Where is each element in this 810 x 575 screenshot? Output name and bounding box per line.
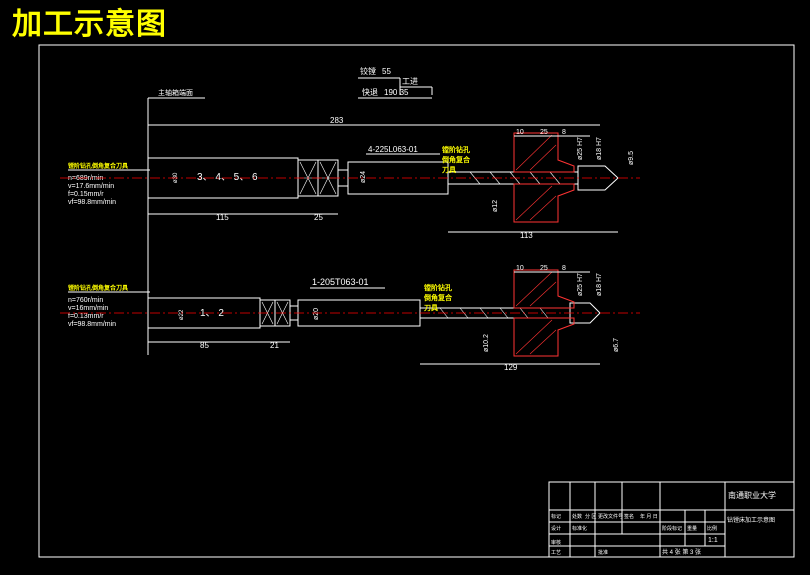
tb-stage: 阶段标记 (662, 525, 682, 532)
tb-process: 工艺 (551, 550, 561, 556)
upper-tool-label: 镗阶钻孔倒角复合刀具 (68, 162, 128, 170)
tb-approve: 批准 (598, 549, 608, 556)
upper-tool-assembly: 镗阶钻孔倒角复合刀具 n=689r/min v=17.6mm/min f=0.1… (60, 129, 640, 240)
fast-label: 快退 (362, 87, 378, 97)
tb-zone: 分 区 (585, 513, 596, 520)
page-title: 加工示意图 (12, 7, 167, 42)
upper-w8: 8 (562, 129, 566, 136)
upper-param-v: v=17.6mm/min (68, 183, 114, 190)
lower-tool-label: 镗阶钻孔倒角复合刀具 (68, 284, 128, 292)
upper-d18: ø18 H7 (596, 137, 603, 160)
lower-shank-dia: ø20 (313, 308, 320, 320)
upper-callout-3: 刀具 (442, 165, 456, 174)
process-label: 工进 (402, 77, 418, 86)
title-block: 南通职业大学 钻镗床加工示意图 标记 处数 分 区 更改文件号 签名 年 月 日… (548, 481, 795, 558)
lower-d18: ø18 H7 (596, 273, 603, 296)
lower-d25: ø25 H7 (577, 273, 584, 296)
school-name: 南通职业大学 (728, 490, 776, 500)
upper-collar-len: 25 (314, 213, 323, 222)
upper-shank-dia: ø24 (360, 171, 367, 183)
tb-ratio: 比例 (707, 525, 717, 532)
upper-workpiece (513, 132, 575, 223)
tb-sign: 签名 (624, 513, 634, 520)
lower-w8: 8 (562, 265, 566, 272)
lower-spindle-len: 85 (200, 341, 209, 350)
main-spindle-label: 主轴箱端面 (158, 88, 193, 97)
tb-weight: 重量 (687, 525, 697, 532)
upper-d25: ø25 H7 (577, 137, 584, 160)
upper-hole-dia: ø12 (492, 200, 499, 212)
drawing-name: 钻镗床加工示意图 (727, 516, 775, 524)
finish-value: 55 (382, 67, 391, 76)
upper-spindle-dia: ø30 (173, 172, 179, 183)
cycle-header: 铰镗 55 工进 快退 190 35 (358, 66, 433, 99)
upper-reach: 113 (520, 231, 533, 240)
lower-callout-2: 倒角复合 (423, 293, 453, 302)
lower-w25: 25 (540, 265, 548, 272)
upper-callout-1: 镗阶钻孔 (442, 145, 470, 154)
lower-param-vf: vf=98.8mm/min (68, 321, 116, 328)
lower-collar-len: 21 (270, 341, 279, 350)
lower-param-f: f=0.13mm/r (68, 313, 104, 320)
lower-param-v: v=16mm/min (68, 305, 108, 312)
upper-part-no: 4-225L063-01 (368, 145, 418, 154)
lower-callout-3: 刀具 (424, 303, 438, 312)
tb-mark: 标记 (551, 513, 561, 520)
tb-scale: 1:1 (708, 537, 718, 544)
tb-check: 审核 (551, 539, 561, 546)
upper-callout-2: 倒角复合 (441, 155, 471, 164)
drawing-frame (38, 44, 795, 558)
upper-spindle-len: 115 (216, 213, 229, 222)
upper-param-f: f=0.15mm/r (68, 191, 104, 198)
lower-w10: 10 (516, 265, 524, 272)
lower-spindle-dia: ø22 (179, 309, 185, 320)
upper-param-vf: vf=98.8mm/min (68, 199, 116, 206)
lower-workpiece (513, 269, 575, 357)
tb-design: 设计 (551, 525, 561, 532)
overall-length: 283 (330, 116, 344, 125)
tb-standard: 标准化 (572, 525, 587, 532)
lower-hole-dia: ø10.2 (483, 334, 490, 352)
lower-param-n: n=760r/min (68, 297, 103, 304)
lower-tip-dia: ø6.7 (613, 338, 620, 352)
lower-part-no: 1-205T063-01 (312, 277, 369, 287)
tb-count: 处数 (572, 513, 582, 520)
fast-values: 190 35 (384, 88, 409, 97)
upper-w25: 25 (540, 129, 548, 136)
tb-sheets: 共 4 张 第 3 张 (662, 548, 701, 556)
upper-w10: 10 (516, 129, 524, 136)
finish-label: 铰镗 (360, 66, 376, 76)
lower-callout-1: 镗阶钻孔 (424, 283, 452, 292)
lower-spindle-numbers: 1、 2 (200, 308, 224, 319)
lower-reach: 129 (504, 363, 518, 372)
upper-tip-dia: ø9.5 (628, 151, 635, 165)
tb-change: 更改文件号 (598, 513, 623, 520)
tb-date: 年 月 日 (640, 513, 658, 520)
lower-tool-assembly: 镗阶钻孔倒角复合刀具 n=760r/min v=16mm/min f=0.13m… (60, 265, 640, 372)
upper-param-n: n=689r/min (68, 175, 103, 182)
upper-spindle-numbers: 3、 4、 5、 6 (197, 172, 258, 183)
